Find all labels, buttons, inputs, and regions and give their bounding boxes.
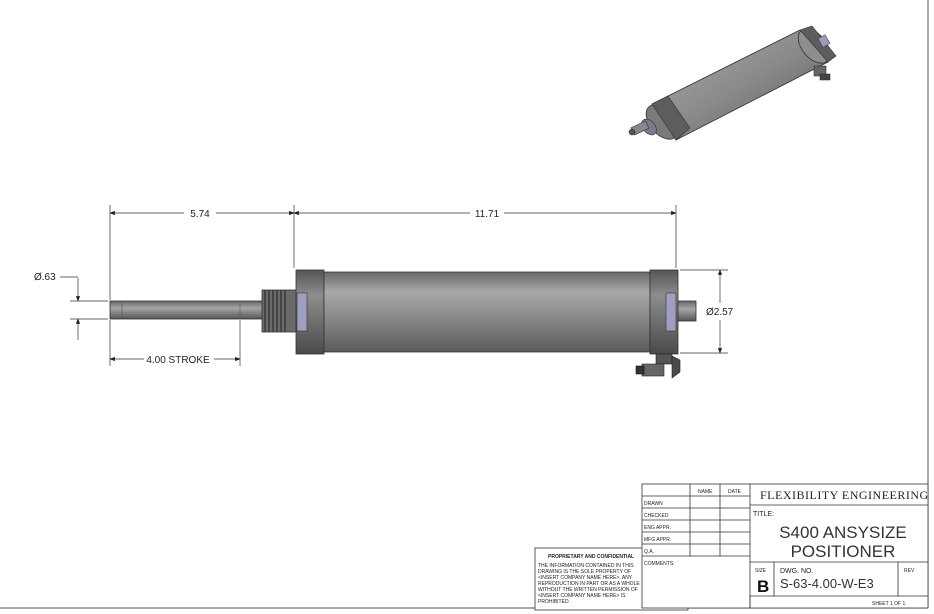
isometric-view (628, 25, 837, 141)
dim-rod-diameter: Ø.63 (34, 272, 56, 283)
proprietary-line: DRAWING IS THE SOLE PROPERTY OF (538, 569, 631, 575)
dim-body-length: 11.71 (475, 209, 500, 220)
row-comments: COMMENTS: (644, 561, 675, 567)
row-mfg-appr: MFG APPR. (644, 537, 671, 543)
proprietary-line: <INSERT COMPANY NAME HERE>. ANY (538, 575, 633, 581)
title-label: TITLE: (753, 511, 774, 518)
rear-stub (677, 300, 697, 322)
sheet-number: SHEET 1 OF 1 (872, 601, 905, 607)
cylinder-body (323, 271, 651, 353)
row-checked: CHECKED (644, 513, 669, 519)
size-label: SIZE (755, 568, 767, 574)
row-qa: Q.A. (644, 549, 654, 555)
gland-thread (261, 289, 297, 333)
row-eng-appr: ENG APPR. (644, 525, 671, 531)
rev-label: REV (904, 568, 915, 574)
proprietary-line: THE INFORMATION CONTAINED IN THIS (538, 563, 634, 569)
dwg-no-label: DWG. NO. (780, 568, 813, 575)
title-block (641, 483, 929, 609)
cylinder-front-view (109, 269, 697, 379)
dimension-labels: 5.74 11.71 4.00 STROKE Ø.63 Ø2.57 (34, 206, 741, 366)
drawing-title-line1: S400 ANSYSIZE (779, 523, 907, 542)
air-fitting (635, 353, 681, 379)
drawing-title-line2: POSITIONER (791, 542, 896, 561)
proprietary-line: WITHOUT THE WRITTEN PERMISSION OF (538, 587, 638, 593)
col-name-header: NAME (698, 489, 713, 495)
proprietary-line: <INSERT COMPANY NAME HERE> IS (538, 593, 626, 599)
dwg-no-value: S-63-4.00-W-E3 (780, 576, 874, 591)
proprietary-line: REPRODUCTION IN PART OR AS A WHOLE (538, 581, 640, 587)
row-drawn: DRAWN (644, 501, 663, 507)
size-value: B (757, 577, 769, 596)
title-block-text: NAME DATE DRAWN CHECKED ENG APPR. MFG AP… (644, 488, 929, 607)
dim-rod-extension: 5.74 (190, 209, 210, 220)
proprietary-line: PROHIBITED. (538, 599, 570, 605)
company-name: FLEXIBILITY ENGINEERING (760, 488, 929, 502)
dim-body-diameter: Ø2.57 (706, 307, 734, 318)
dim-stroke: 4.00 STROKE (146, 355, 210, 366)
proprietary-title: PROPRIETARY AND CONFIDENTIAL (548, 554, 634, 560)
col-date-header: DATE (728, 489, 742, 495)
